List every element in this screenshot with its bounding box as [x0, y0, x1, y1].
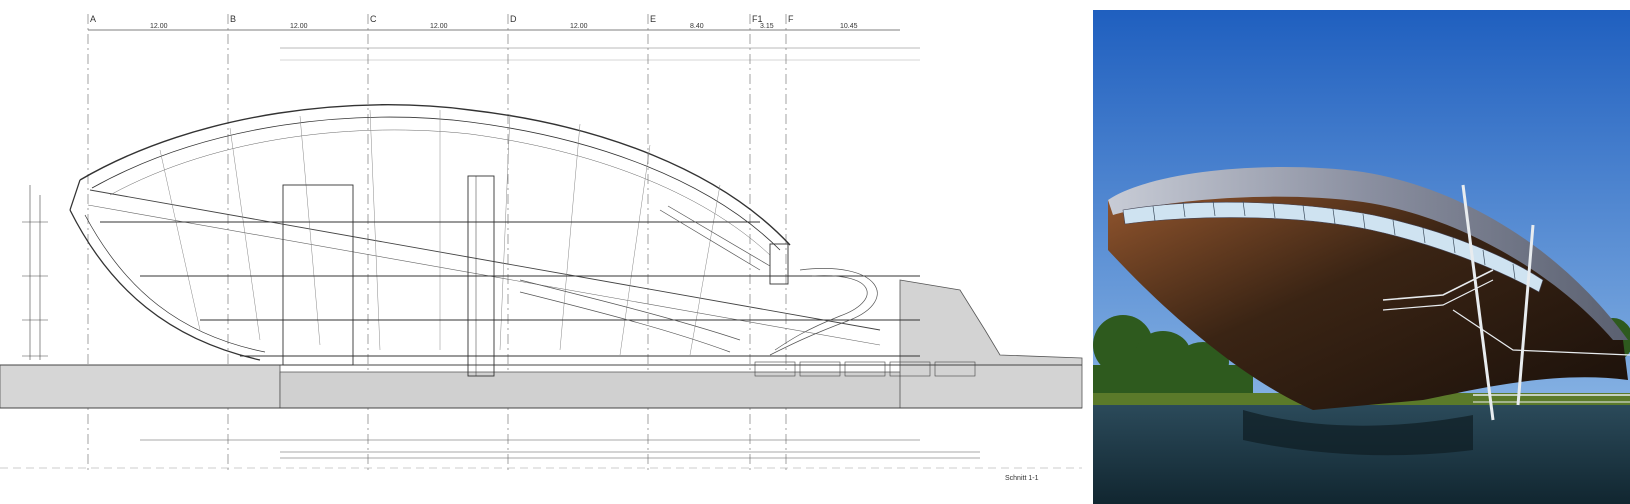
span-dim-ab: 12.00 [150, 23, 168, 30]
grid-axis-d-label: D [510, 14, 517, 24]
span-dim-cd: 12.00 [430, 23, 448, 30]
grid-axis-f1-label: F1 [752, 14, 763, 24]
span-dim-f1f: 3.15 [760, 23, 774, 30]
span-dim-de: 12.00 [570, 23, 588, 30]
grid-axis-a-label: A [90, 14, 96, 24]
trees [1093, 315, 1630, 395]
water-reflection [1243, 410, 1473, 456]
building-shell [69, 104, 881, 361]
grid-axis-f-label: F [788, 14, 794, 24]
section-drawing: A B C D E F1 F [0, 14, 1083, 482]
span-dim-fend: 10.45 [840, 23, 858, 30]
span-dim-bc: 12.00 [290, 23, 308, 30]
building-photo [1093, 10, 1630, 504]
shell-ribs [159, 109, 721, 356]
grid-axis-c-label: C [370, 14, 377, 24]
interior-ramps [519, 205, 878, 356]
grid-axis-e-label: E [650, 14, 656, 24]
ground-terrain [0, 279, 1083, 409]
core-towers [282, 175, 789, 377]
bottom-dimensions [140, 439, 980, 459]
lower-bays [754, 361, 976, 377]
span-dim-ef1: 8.40 [690, 23, 704, 30]
external-stairs [1382, 184, 1630, 421]
span-dimensions: 12.00 12.00 12.00 12.00 8.40 3.15 10.45 [150, 23, 858, 30]
grid-axis-b-label: B [230, 14, 236, 24]
building-hull [1108, 167, 1628, 410]
sheet-caption: Schnitt 1-1 [1005, 475, 1039, 482]
level-marks [22, 185, 48, 360]
